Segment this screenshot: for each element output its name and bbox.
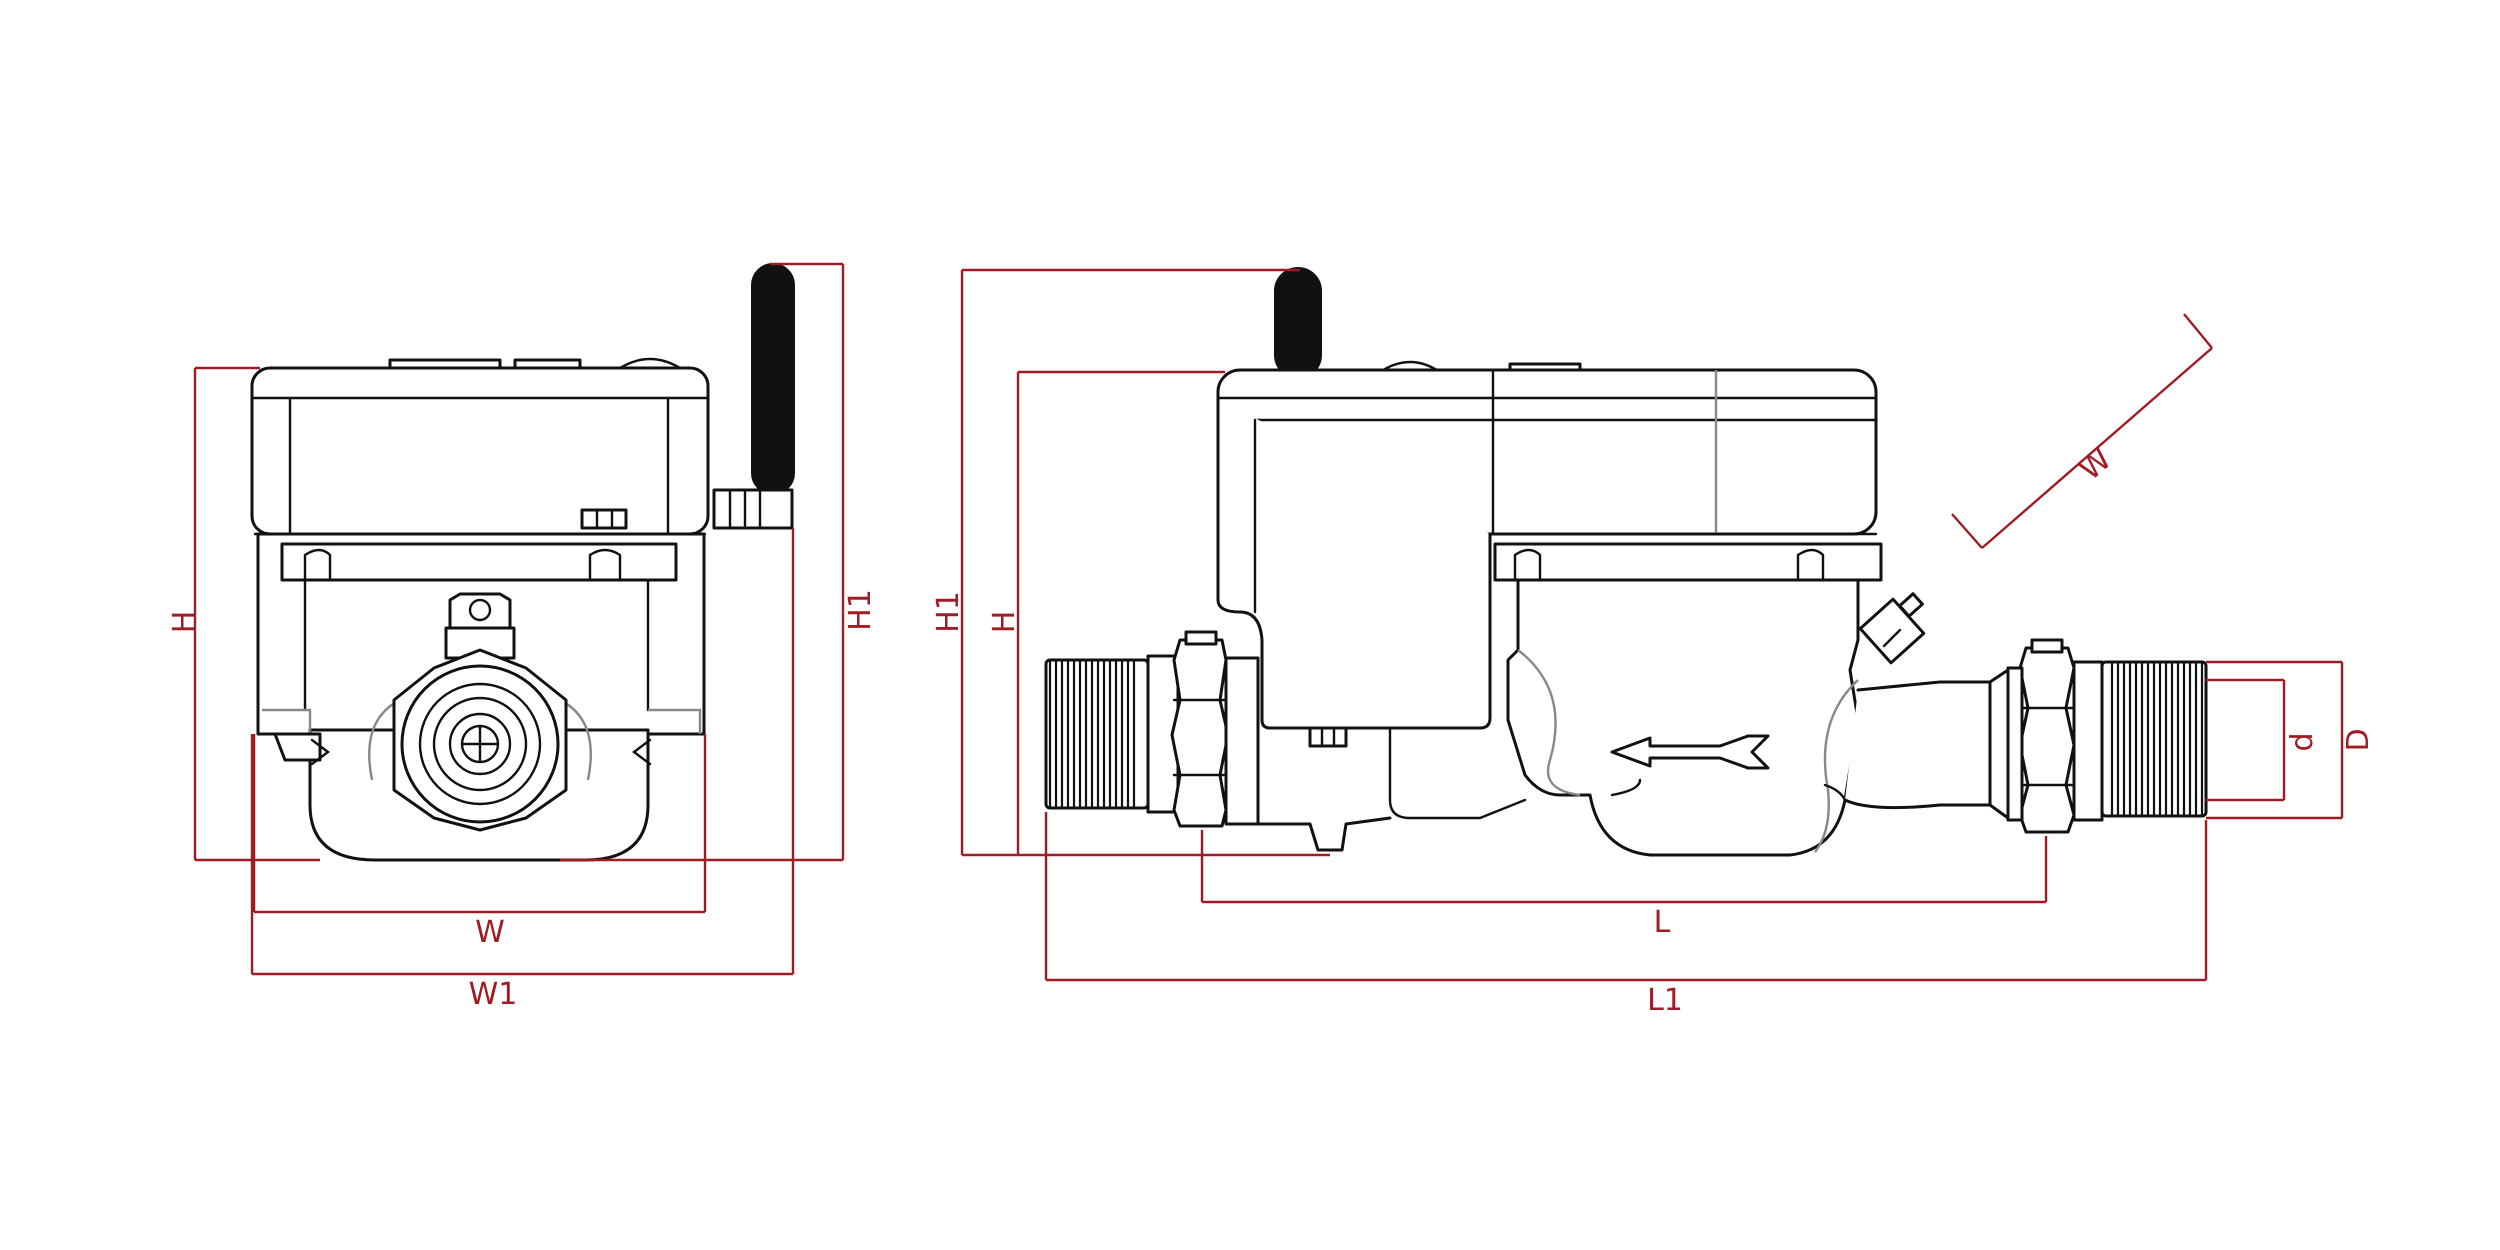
side-view: H1 H L L1 d bbox=[931, 267, 2376, 1018]
side-label-d: d bbox=[2285, 732, 2320, 751]
side-label-H: H bbox=[987, 611, 1022, 634]
side-dimension-H: H bbox=[987, 370, 1225, 855]
side-dimension-L: L bbox=[1200, 830, 2048, 940]
flow-direction-arrow bbox=[1610, 734, 1770, 770]
side-dimension-d: d bbox=[2206, 678, 2320, 802]
side-label-L: L bbox=[1654, 905, 1671, 940]
side-antenna bbox=[1274, 267, 1322, 379]
side-dimension-L1: L1 bbox=[1044, 812, 2208, 1018]
front-view: H H1 W W1 bbox=[167, 262, 878, 1012]
side-label-H1: H1 bbox=[931, 591, 966, 633]
side-label-L1: L1 bbox=[1647, 983, 1683, 1018]
side-outlet-coupling bbox=[1843, 638, 2208, 834]
front-dimension-H: H bbox=[167, 366, 320, 862]
side-check-bolt bbox=[1858, 592, 1926, 665]
side-meter-body bbox=[1388, 542, 1926, 857]
front-dimension-W1: W1 bbox=[250, 528, 795, 1012]
side-label-D: D bbox=[2341, 728, 2376, 751]
front-label-W1: W1 bbox=[469, 977, 518, 1012]
front-meter-head bbox=[250, 357, 710, 536]
front-dimension-W: W bbox=[252, 734, 707, 950]
front-antenna bbox=[712, 263, 795, 530]
side-inlet-thread bbox=[1048, 660, 1136, 808]
side-outlet-thread bbox=[2110, 662, 2204, 816]
front-inlet-connector bbox=[392, 592, 568, 832]
side-inlet-coupling bbox=[1044, 630, 1392, 852]
front-label-W: W bbox=[475, 915, 505, 950]
side-label-W: W bbox=[2073, 442, 2118, 488]
front-label-H: H bbox=[167, 611, 202, 634]
side-dimension-H1: H1 bbox=[931, 268, 1330, 857]
side-dimension-W: W bbox=[1951, 313, 2213, 549]
front-dimension-H1: H1 bbox=[560, 262, 878, 862]
side-dimension-D: D bbox=[2206, 660, 2376, 820]
side-electronics-housing bbox=[1216, 398, 1492, 748]
front-label-H1: H1 bbox=[843, 589, 878, 631]
